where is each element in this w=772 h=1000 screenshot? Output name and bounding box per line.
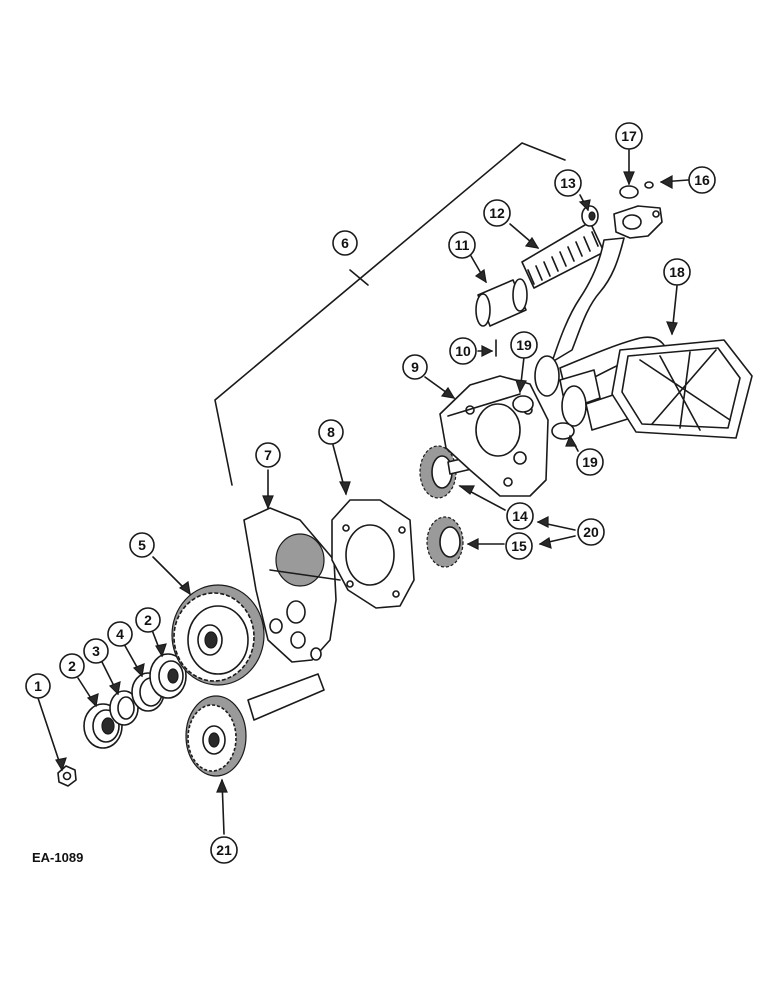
part-suction-pipe [534, 205, 753, 439]
svg-text:2: 2 [68, 658, 76, 674]
svg-text:6: 6 [341, 235, 349, 251]
svg-text:7: 7 [264, 447, 272, 463]
svg-text:17: 17 [621, 128, 637, 144]
callout-4: 4 [107, 621, 133, 647]
callout-12: 12 [483, 199, 511, 227]
callout-19-lower: 19 [576, 448, 604, 476]
svg-text:11: 11 [455, 237, 470, 253]
part-pump-cover [439, 375, 549, 497]
callout-21: 21 [210, 836, 238, 864]
callout-15: 15 [505, 532, 533, 560]
svg-text:9: 9 [411, 359, 419, 375]
callout-5: 5 [129, 532, 155, 558]
svg-text:19: 19 [582, 454, 598, 470]
part-relief-spring [521, 221, 605, 289]
callout-10: 10 [449, 337, 477, 365]
callout-14: 14 [506, 502, 534, 530]
callout-6: 6 [332, 230, 358, 256]
part-o-ring-lower [551, 422, 575, 440]
callout-1: 1 [25, 673, 51, 699]
callout-2-right: 2 [135, 607, 161, 633]
callout-19-upper: 19 [510, 331, 538, 359]
part-bearing-right [149, 653, 187, 699]
callout-2-left: 2 [59, 653, 85, 679]
part-nut [57, 765, 77, 787]
part-o-ring-small [644, 181, 654, 189]
callout-16: 16 [688, 166, 716, 194]
svg-text:18: 18 [669, 264, 685, 280]
svg-text:19: 19 [516, 337, 532, 353]
callout-18: 18 [663, 258, 691, 286]
callout-20: 20 [577, 518, 605, 546]
figure-code: EA-1089 [32, 850, 83, 865]
part-o-ring-large [619, 185, 639, 199]
callout-11: 11 [448, 231, 476, 259]
part-washer [109, 690, 139, 726]
svg-text:2: 2 [144, 612, 152, 628]
svg-text:1: 1 [34, 678, 42, 694]
svg-text:8: 8 [327, 424, 335, 440]
svg-text:16: 16 [694, 172, 710, 188]
svg-text:10: 10 [455, 343, 471, 359]
callout-9: 9 [402, 354, 428, 380]
part-spring-cap [581, 205, 599, 227]
svg-text:3: 3 [92, 643, 100, 659]
part-plunger [475, 278, 528, 327]
callout-17: 17 [615, 122, 643, 150]
assembly-bracket [214, 142, 566, 486]
part-pump-gear-lower [426, 516, 464, 568]
callout-8: 8 [318, 419, 344, 445]
part-o-ring-upper [512, 395, 534, 413]
svg-text:20: 20 [583, 524, 599, 540]
svg-text:5: 5 [138, 537, 146, 553]
svg-text:15: 15 [511, 538, 527, 554]
callout-7: 7 [255, 442, 281, 468]
svg-text:12: 12 [489, 205, 505, 221]
callout-3: 3 [83, 638, 109, 664]
part-gasket [331, 499, 415, 609]
svg-text:13: 13 [560, 175, 576, 191]
svg-text:4: 4 [116, 626, 124, 642]
svg-text:14: 14 [512, 508, 528, 524]
part-drive-gear [171, 584, 265, 686]
svg-text:21: 21 [216, 842, 232, 858]
part-pump-body [243, 507, 341, 663]
callout-13: 13 [554, 169, 582, 197]
leader-arrowheads [55, 171, 678, 793]
part-shaft-gear [185, 673, 325, 777]
